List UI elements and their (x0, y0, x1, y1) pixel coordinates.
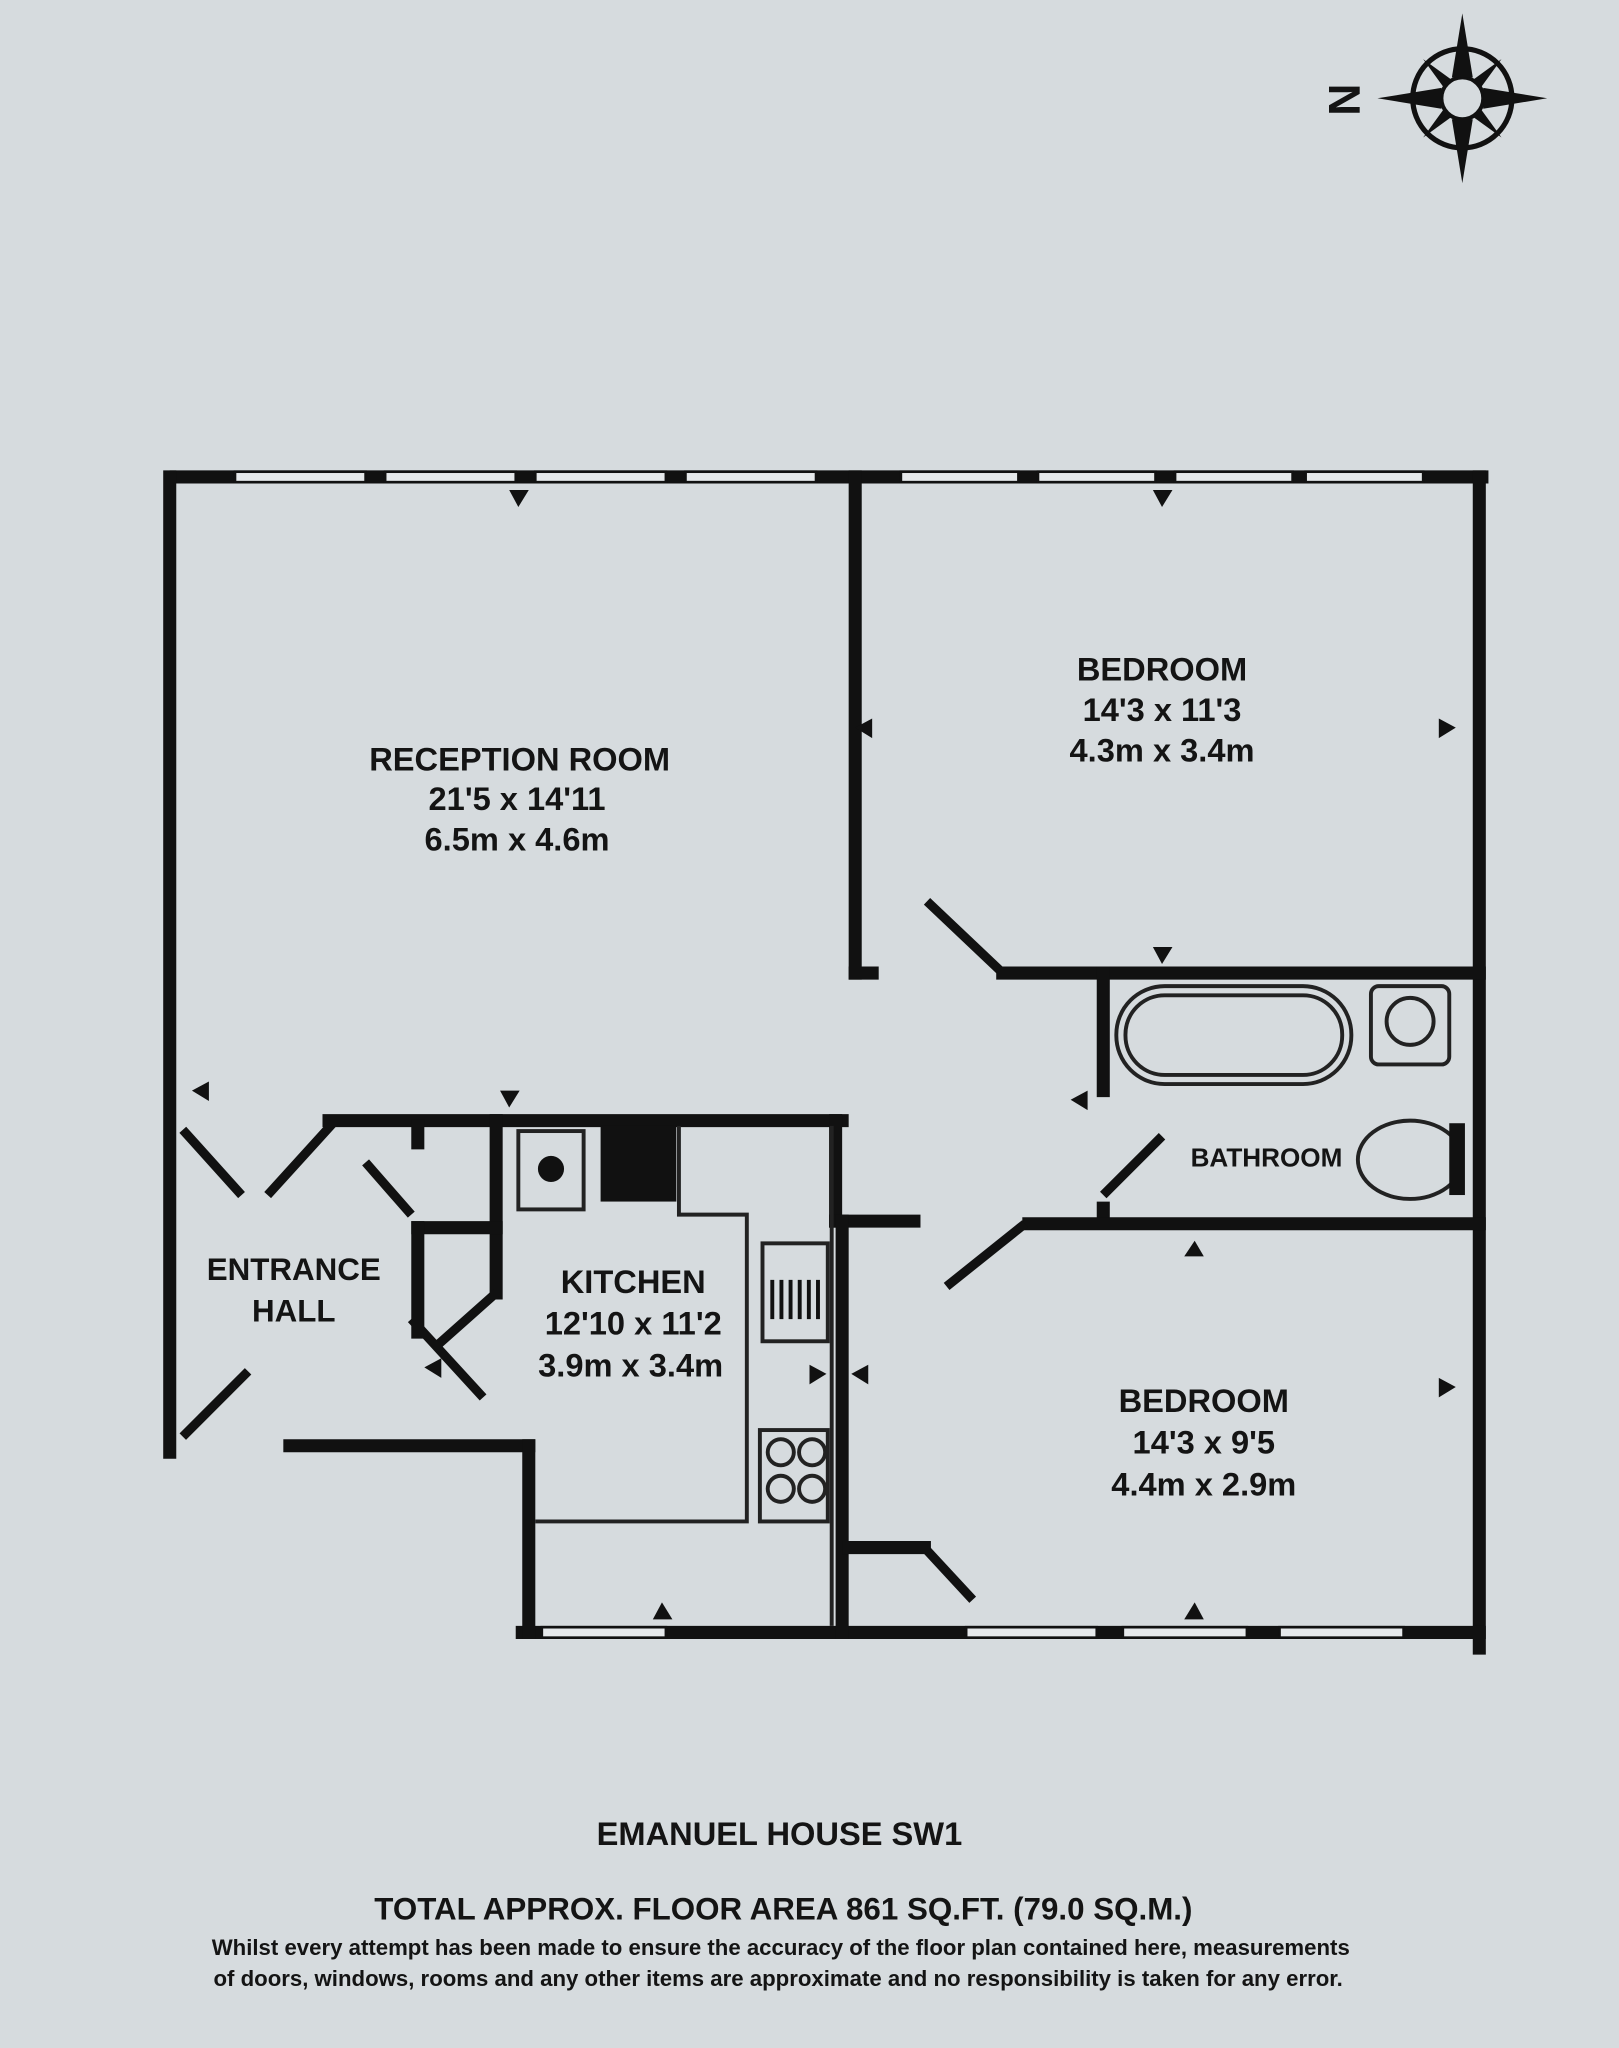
disclaimer-line-1: Whilst every attempt has been made to en… (212, 1935, 1350, 1960)
room-name: KITCHEN (561, 1263, 706, 1300)
room-bedroom-2: BEDROOM 14'3 x 9'5 4.4m x 2.9m (1111, 1382, 1296, 1503)
dimension-markers (191, 489, 1456, 1620)
room-metric: 4.4m x 2.9m (1111, 1465, 1296, 1502)
room-bathroom: BATHROOM (1191, 1142, 1343, 1172)
property-title: EMANUEL HOUSE SW1 (597, 1815, 963, 1852)
compass-rose-icon (1377, 13, 1548, 184)
room-name: RECEPTION ROOM (369, 741, 670, 778)
room-name: BEDROOM (1119, 1382, 1289, 1419)
room-name: BEDROOM (1077, 651, 1247, 688)
room-name-line2: HALL (252, 1294, 336, 1329)
room-metric: 4.3m x 3.4m (1070, 732, 1255, 769)
room-imperial: 14'3 x 9'5 (1133, 1424, 1276, 1461)
room-entrance-hall: ENTRANCE HALL (207, 1252, 381, 1329)
room-name: ENTRANCE (207, 1252, 381, 1287)
room-kitchen: KITCHEN 12'10 x 11'2 3.9m x 3.4m (538, 1263, 723, 1384)
room-metric: 6.5m x 4.6m (425, 820, 610, 857)
room-bedroom-1: BEDROOM 14'3 x 11'3 4.3m x 3.4m (1070, 651, 1255, 769)
disclaimer-line-2: of doors, windows, rooms and any other i… (213, 1966, 1342, 1991)
room-reception: RECEPTION ROOM 21'5 x 14'11 6.5m x 4.6m (369, 741, 670, 858)
room-metric: 3.9m x 3.4m (538, 1347, 723, 1384)
windows (233, 470, 1425, 1639)
compass-north-label: N (1319, 84, 1368, 116)
room-imperial: 12'10 x 11'2 (545, 1305, 722, 1342)
room-imperial: 14'3 x 11'3 (1083, 691, 1242, 728)
floor-area: TOTAL APPROX. FLOOR AREA 861 SQ.FT. (79.… (374, 1892, 1192, 1927)
room-imperial: 21'5 x 14'11 (429, 780, 606, 817)
